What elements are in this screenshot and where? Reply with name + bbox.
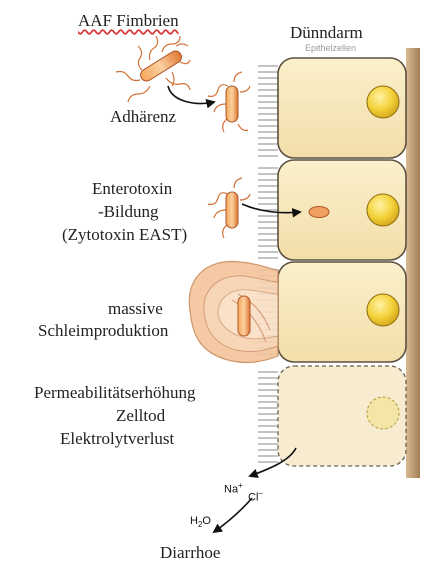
label-cl-sup: − — [258, 489, 263, 498]
mucus-layer — [189, 262, 278, 363]
label-h2o-o: O — [202, 515, 211, 527]
bacterium-mucus — [238, 296, 250, 336]
title-duenndarm: Dünndarm — [290, 24, 363, 41]
label-diarrhoe: Diarrhoe — [160, 544, 220, 561]
faint-subtitle: Epithelzellen — [305, 44, 356, 53]
label-perm-2: Zelltod — [116, 407, 165, 424]
nucleus-4-damaged — [367, 397, 399, 429]
nucleus-1 — [367, 86, 399, 118]
label-na-sup: + — [238, 481, 243, 490]
basal-membrane — [406, 48, 420, 478]
label-cl-text: Cl — [248, 492, 258, 504]
bacterium-fimbrien — [116, 36, 190, 102]
label-fimbrien: AAF Fimbrien — [78, 12, 179, 29]
bacterium-adherent — [208, 72, 250, 132]
label-schleim-2: Schleimproduktion — [38, 322, 168, 339]
label-schleim-1: massive — [108, 300, 163, 317]
bacterium-toxin — [208, 178, 250, 238]
toxin-particle — [309, 207, 329, 218]
label-adhaerenz: Adhärenz — [110, 108, 176, 125]
label-h2o: H2O — [190, 516, 211, 529]
label-enterotoxin-3: (Zytotoxin EAST) — [62, 226, 187, 243]
nucleus-2 — [367, 194, 399, 226]
arrow-diarrhoe — [214, 498, 252, 532]
label-perm-3: Elektrolytverlust — [60, 430, 174, 447]
label-na-text: Na — [224, 484, 238, 496]
label-h2o-h: H — [190, 515, 198, 527]
arrow-adhaerenz — [168, 86, 214, 103]
label-na: Na+ — [224, 482, 243, 496]
label-perm-1: Permeabilitätserhöhung — [34, 384, 195, 401]
nucleus-3 — [367, 294, 399, 326]
label-cl: Cl− — [248, 490, 263, 504]
label-fimbrien-text: AAF Fimbrien — [78, 11, 179, 30]
label-enterotoxin-1: Enterotoxin — [92, 180, 172, 197]
microvilli — [258, 66, 278, 462]
label-enterotoxin-2: -Bildung — [98, 203, 158, 220]
